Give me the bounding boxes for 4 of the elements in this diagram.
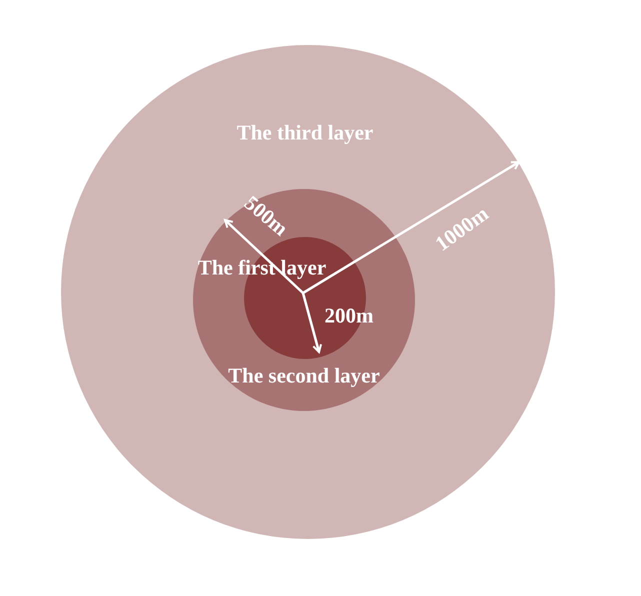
layer-label: The first layer: [198, 258, 326, 278]
dimension-label: 200m: [324, 306, 374, 326]
layer-label: The third layer: [236, 122, 374, 144]
layer-label: The second layer: [228, 366, 380, 386]
